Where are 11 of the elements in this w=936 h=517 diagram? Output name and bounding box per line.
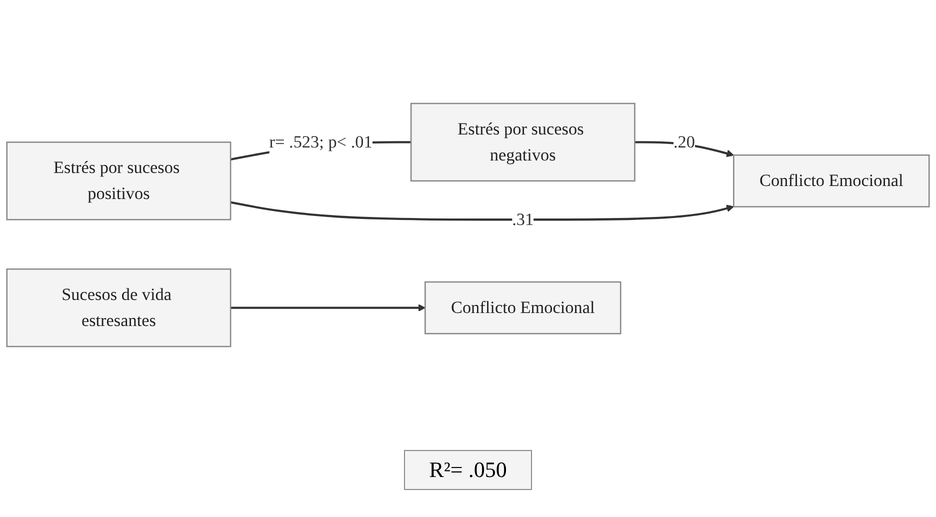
node-box: Sucesos de vida estresantes — [6, 268, 232, 348]
node-box: Estrés por sucesos negativos — [410, 102, 636, 182]
arrow — [230, 201, 734, 221]
edge-label: .20 — [673, 132, 695, 152]
edge-label: .31 — [512, 210, 534, 230]
node-box: Conflicto Emocional — [424, 281, 622, 334]
arrow — [230, 304, 426, 312]
edge-label: r= .523; p< .01 — [269, 132, 372, 152]
statistic-label: R²= .050 — [404, 450, 532, 490]
node-box: Conflicto Emocional — [733, 154, 930, 208]
node-box: Estrés por sucesos positivos — [6, 142, 232, 220]
